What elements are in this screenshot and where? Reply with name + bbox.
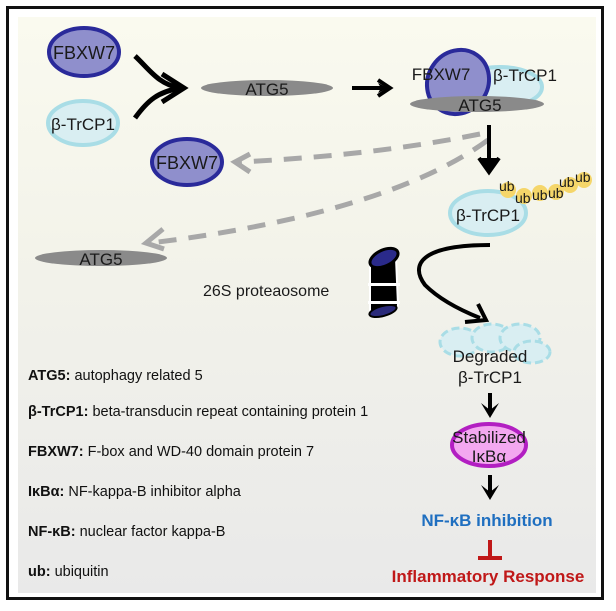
legend-item-btrcp1: β-TrCP1: beta-transducin repeat containi…: [28, 404, 368, 420]
degraded-label-line1: Degraded: [453, 347, 528, 366]
complex-atg5-label: ATG5: [458, 96, 501, 115]
arrow-head-ikba: [481, 403, 499, 418]
ub-label: ub: [515, 190, 531, 206]
arrow-to-degradation: [417, 243, 491, 320]
btrcp1-label-top: β-TrCP1: [51, 115, 115, 134]
degraded-label-line2: β-TrCP1: [458, 368, 522, 387]
inflammatory-response-label: Inflammatory Response: [392, 567, 585, 586]
legend-definition: nuclear factor kappa-B: [75, 524, 226, 540]
degraded-btrcp1-node: Degraded β-TrCP1: [438, 322, 552, 387]
legend-term: ATG5:: [28, 368, 71, 384]
ub-label: ub: [559, 174, 575, 190]
complex-fbxw7-label: FBXW7: [412, 65, 471, 84]
legend-item-ub: ub: ubiquitin: [28, 564, 109, 580]
arrow-head-complex: [376, 78, 394, 98]
arrow-head-ub: [477, 156, 501, 176]
ub-label: ub: [499, 178, 515, 194]
legend-definition: beta-transducin repeat containing protei…: [88, 404, 369, 420]
atg5-label-mid: ATG5: [245, 80, 288, 99]
ub-label: ub: [548, 185, 564, 201]
fbxw7-node-top: FBXW7: [47, 26, 121, 78]
legend-term: ub:: [28, 564, 51, 580]
btrcp1-node-top: β-TrCP1: [46, 99, 120, 147]
merge-arrow: [132, 54, 189, 120]
legend-term: β-TrCP1:: [28, 404, 89, 420]
legend-definition: autophagy related 5: [70, 368, 203, 384]
proteasome-icon: [368, 246, 400, 319]
fbxw7-label-released: FBXW7: [156, 153, 218, 173]
ikba-node: Stabilized IκBα: [450, 422, 528, 468]
atg5-label-released: ATG5: [79, 250, 122, 269]
legend-item-ikba: IκBα: NF-kappa-B inhibitor alpha: [28, 484, 241, 500]
proteasome-label: 26S proteaosome: [203, 283, 329, 300]
nfkb-inhibition-label: NF-κB inhibition: [421, 511, 552, 530]
legend-definition: ubiquitin: [50, 564, 109, 580]
complex-btrcp1-label: β-TrCP1: [493, 66, 557, 85]
legend-item-nfkb: NF-κB: nuclear factor kappa-B: [28, 524, 225, 540]
inhibition-bar: [478, 540, 502, 560]
ubiquitin-chain: ub ub ub ub ub ub: [499, 169, 592, 206]
stabilized-label-line1: Stabilized: [452, 428, 526, 447]
btrcp1-node-ub: β-TrCP1: [448, 189, 528, 237]
complex-node: FBXW7 β-TrCP1 ATG5: [410, 47, 557, 117]
btrcp1-label-ub: β-TrCP1: [456, 206, 520, 225]
legend-item-fbxw7: FBXW7: F-box and WD-40 domain protein 7: [28, 444, 314, 460]
arrow-head-degradation: [464, 303, 490, 324]
ub-label: ub: [575, 169, 591, 185]
fbxw7-node-released: FBXW7: [150, 137, 224, 187]
legend-term: NF-κB:: [28, 524, 76, 540]
fbxw7-label-top: FBXW7: [53, 43, 115, 63]
atg5-node-mid: ATG5: [201, 80, 333, 99]
atg5-node-released: ATG5: [35, 250, 167, 269]
legend-definition: F-box and WD-40 domain protein 7: [83, 444, 315, 460]
legend-term: FBXW7:: [28, 444, 84, 460]
legend-item-atg5: ATG5: autophagy related 5: [28, 368, 203, 384]
release-arrows: [140, 131, 490, 252]
stabilized-label-line2: IκBα: [472, 447, 507, 466]
ub-label: ub: [532, 187, 548, 203]
arrow-head-nfkb: [481, 485, 499, 500]
legend-term: IκBα:: [28, 484, 65, 500]
legend-definition: NF-kappa-B inhibitor alpha: [64, 484, 241, 500]
